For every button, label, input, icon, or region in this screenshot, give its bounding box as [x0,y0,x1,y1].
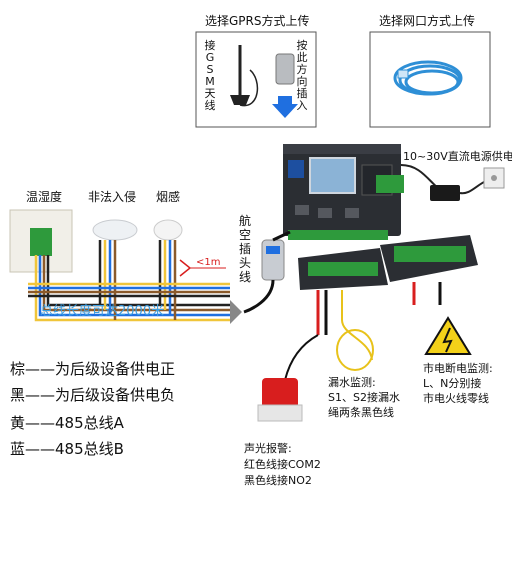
sensor-bus-wires [28,240,230,322]
intrusion-sensor-image [92,219,138,241]
legend-row-brown: 棕——为后级设备供电正 [10,360,176,378]
ethernet-cable-image [393,60,463,96]
mains-note-3: 市电火线零线 [423,392,489,405]
gprs-frame [195,31,317,128]
bus-length-note: 总线长度可达2000米 [40,304,165,319]
leak-note-3: 绳两条黑色线 [328,406,394,419]
extension-module-2 [380,235,478,282]
power-adapter-image [430,185,460,201]
alarm-note-1: 声光报警: [244,442,292,455]
insert-arrow-icon [272,96,298,118]
alarm-note-2: 红色线接COM2 [244,458,321,471]
aviation-plug-image [243,230,291,314]
gprs-title: 选择GPRS方式上传 [205,14,310,28]
temp-humidity-label: 温湿度 [26,190,63,204]
intrusion-label: 非法入侵 [88,190,137,204]
power-label: 10~30V直流电源供电 [403,150,512,163]
gsm-antenna-image [230,45,259,107]
ethernet-frame [369,31,491,128]
extension-module-1 [298,248,388,290]
high-voltage-warning-icon [424,316,472,355]
controller-device [283,144,404,240]
leak-note-2: S1、S2接漏水 [328,391,400,404]
leak-note-1: 漏水监测: [328,376,376,389]
ethernet-title: 选择网口方式上传 [379,14,476,28]
legend-row-blue: 蓝——485总线B [10,440,124,458]
leak-rope-image [336,329,374,371]
aviation-plug-label: 航空插头线 [238,214,251,284]
mains-note-1: 市电断电监测: [423,362,493,375]
siren-image [257,378,303,422]
distance-note: <1m [196,257,221,268]
legend-row-yellow: 黄——485总线A [10,414,124,432]
alarm-note-3: 黑色线接NO2 [244,474,312,487]
smoke-label: 烟感 [156,190,181,204]
gsm-antenna-note: 接GSM天线 [204,39,216,112]
smoke-sensor-image [153,219,183,241]
legend-row-black: 黑——为后级设备供电负 [10,386,176,404]
insert-direction-note: 按此方向插入 [296,39,308,112]
mains-note-2: L、N分别接 [423,377,482,390]
sim-card-image [275,53,295,85]
